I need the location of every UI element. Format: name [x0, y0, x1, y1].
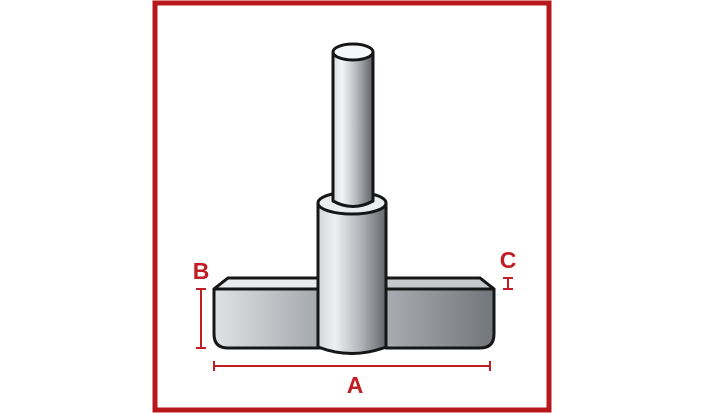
dimension-c-label: C	[500, 247, 517, 273]
shaft-top-face	[331, 42, 375, 62]
dimension-a-label: A	[347, 372, 364, 398]
dimension-b	[196, 288, 206, 349]
crossbar-left-top	[212, 276, 324, 291]
dimension-b-label: B	[193, 258, 210, 284]
crossbar-right-top	[384, 276, 496, 291]
diagram-frame	[152, 0, 552, 413]
dimension-a	[213, 361, 491, 371]
central-collar	[316, 201, 388, 355]
crossbar-right-arm	[384, 276, 496, 350]
shaft	[331, 50, 375, 208]
dimension-c	[503, 277, 513, 290]
